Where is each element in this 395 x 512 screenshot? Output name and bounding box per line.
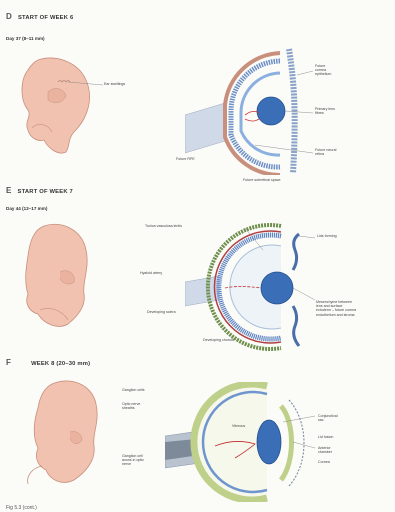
label-ganglion-cells: Ganglion cells (122, 388, 145, 392)
label-mesenchyme: Mesenchyme between lens and surface ecto… (316, 300, 356, 317)
eye-diagram-week-7 (185, 220, 315, 355)
label-developing-choroid: Developing choroid (203, 338, 234, 342)
label-hyaloid-artery: Hyaloid artery (140, 271, 162, 275)
eye-diagram-week-8 (165, 382, 315, 502)
panel-f-letter: F (6, 358, 11, 367)
label-optic-nerve-sheaths: Optic nerve sheaths (122, 402, 140, 410)
panel-e-title: START OF WEEK 7 (18, 189, 73, 195)
label-ear-swellings: Ear swellings (104, 82, 125, 86)
label-future-neural-retina: Future neural retina (315, 148, 336, 156)
panel-e-letter: E (6, 186, 12, 195)
panel-f: F WEEK 8 (20–30 mm) Ganglion cells Optic … (0, 352, 395, 502)
figure-caption: Fig 5.3 (cont.) (6, 505, 37, 511)
label-future-cornea-epithelium: Future cornea epithelium (315, 64, 331, 77)
label-vitreous: Vitreous (232, 424, 245, 428)
label-lid-fusion: Lid fusion (318, 435, 333, 439)
eye-diagram-week-6 (185, 45, 315, 175)
panel-f-title: WEEK 8 (20–30 mm) (31, 361, 90, 367)
panel-d: D START OF WEEK 6 Day 37 (8–11 mm) Ear sw… (0, 0, 395, 170)
label-primary-lens-fibres: Primary lens fibres (315, 107, 335, 115)
label-lids-forming: Lids forming (317, 234, 337, 238)
panel-d-title: START OF WEEK 6 (18, 15, 73, 21)
label-cornea: Cornea (318, 460, 330, 464)
panel-e-header: E START OF WEEK 7 (6, 186, 73, 195)
label-developing-sclera: Developing sclera (147, 310, 176, 314)
embryo-week-8 (22, 376, 117, 491)
panel-d-letter: D (6, 12, 12, 21)
panel-d-header: D START OF WEEK 6 (6, 12, 73, 21)
panel-e: E START OF WEEK 7 Day 44 (13–17 mm) Tunic… (0, 180, 395, 345)
label-conjunctival-sac: Conjunctival sac (318, 414, 338, 422)
panel-d-subtitle: Day 37 (8–11 mm) (6, 36, 45, 41)
label-future-rpe: Future RPE (176, 157, 195, 161)
embryo-week-6 (8, 52, 108, 162)
label-tunica-vasculosa-lentis: Tunica vasculosa lentis (145, 224, 182, 228)
panel-e-subtitle: Day 44 (13–17 mm) (6, 206, 47, 211)
label-ganglion-cell-axons: Ganglion cell axons in optic nerve (122, 454, 144, 467)
panel-f-header: F WEEK 8 (20–30 mm) (6, 358, 90, 367)
embryo-week-7 (10, 220, 110, 335)
label-anterior-chamber: Anterior chamber (318, 446, 332, 454)
